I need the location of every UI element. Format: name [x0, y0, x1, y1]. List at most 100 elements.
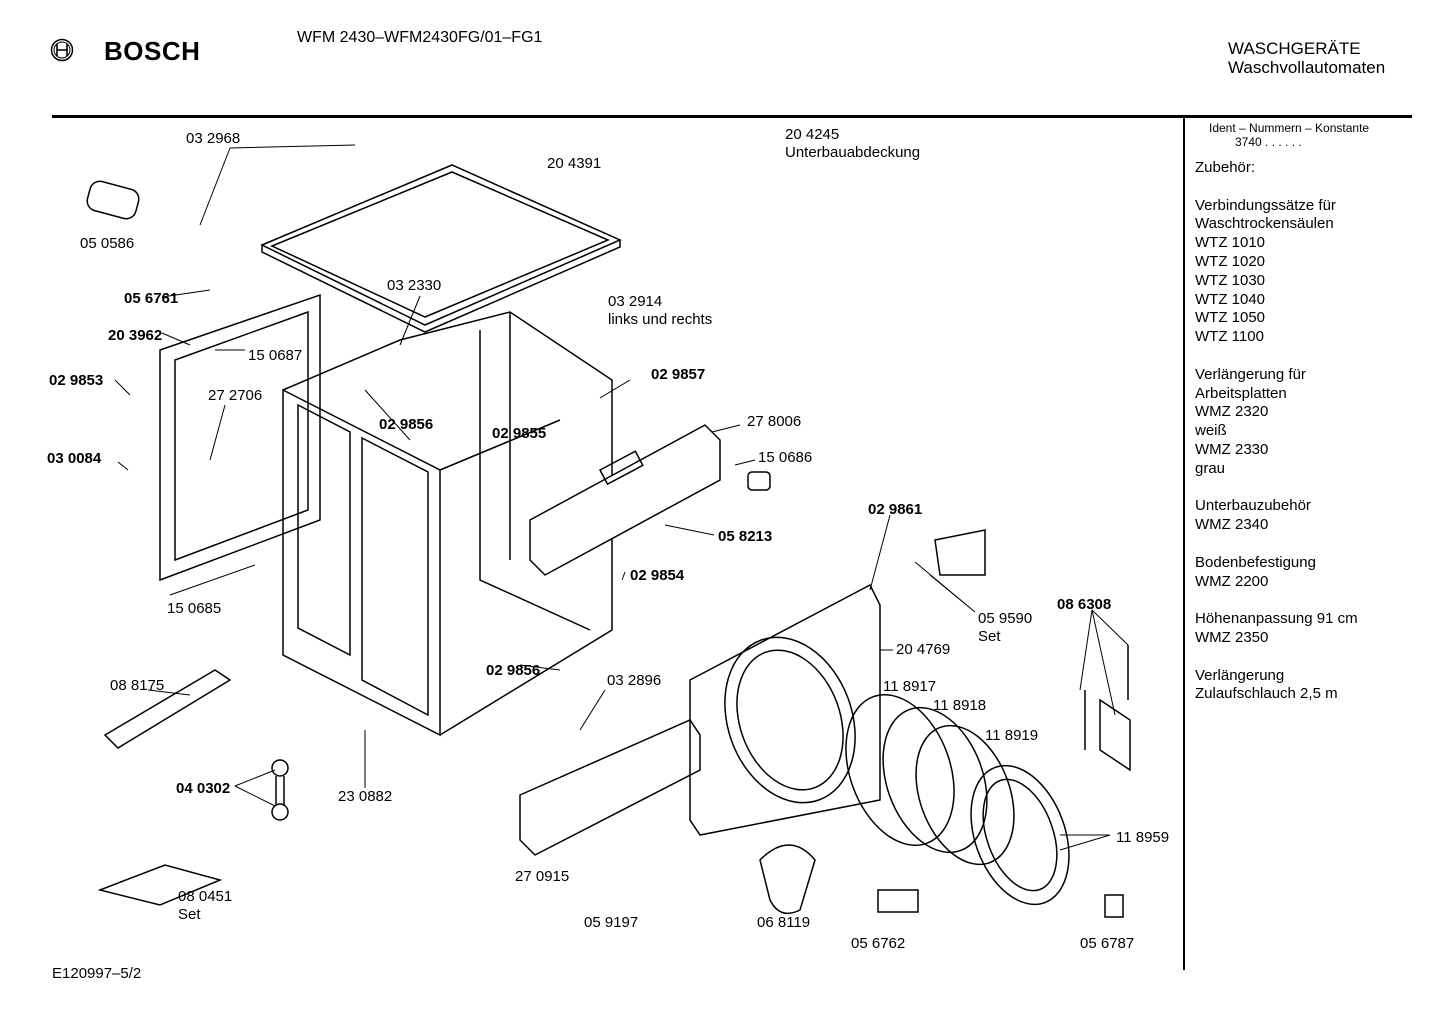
- part-number: 11 8959: [1116, 829, 1170, 846]
- part-number: 05 9197: [584, 914, 639, 931]
- bosch-logo-icon: [50, 38, 74, 62]
- category: WASCHGERÄTE Waschvollautomaten: [1228, 39, 1385, 77]
- part-label: 03 2330: [387, 277, 441, 295]
- part-label: 20 4391: [547, 155, 601, 173]
- part-number: 02 9857: [651, 366, 706, 383]
- part-number: 05 9590: [978, 610, 1033, 627]
- accessory-line: weiß: [1195, 422, 1227, 440]
- accessory-line: WMZ 2330: [1195, 440, 1269, 458]
- part-number: 02 9854: [630, 567, 685, 584]
- drawing-code: E120997–5/2: [52, 965, 142, 982]
- part-label: 02 9856: [379, 416, 433, 434]
- part-number: 20 4769: [896, 641, 951, 658]
- part-number: 27 2706: [208, 387, 263, 404]
- part-label: 27 2706: [208, 387, 262, 405]
- part-label: 15 0685: [167, 600, 221, 618]
- accessory-line: WMZ 2340: [1195, 516, 1269, 534]
- part-label: 05 8213: [718, 528, 772, 546]
- part-note: Set: [178, 906, 201, 923]
- category-subtitle: Waschvollautomaten: [1228, 58, 1386, 77]
- part-label: 05 0586: [80, 235, 134, 253]
- accessory-line: [1195, 591, 1369, 610]
- part-number: 06 8119: [757, 914, 811, 931]
- part-number: 11 8919: [985, 727, 1039, 744]
- accessory-line: WTZ 1020: [1195, 252, 1266, 270]
- accessory-line: Unterbauzubehör: [1195, 497, 1311, 515]
- part-number: 11 8917: [883, 678, 937, 695]
- part-number: 04 0302: [176, 780, 231, 797]
- part-number: 02 9861: [868, 501, 923, 518]
- accessory-line: WTZ 1050: [1195, 309, 1266, 327]
- accessory-line: WTZ 1010: [1195, 234, 1266, 252]
- accessory-line: [1195, 178, 1369, 197]
- part-label: 02 9855: [492, 425, 546, 443]
- accessory-line: Höhenanpassung 91 cm: [1195, 610, 1358, 628]
- part-label: 03 2896: [607, 672, 661, 690]
- part-label: 08 6308: [1057, 596, 1111, 614]
- part-label: 27 0915: [515, 868, 569, 886]
- door-rings-drawing: [845, 693, 1070, 906]
- accessory-line: WMZ 2320: [1195, 403, 1269, 421]
- part-label: 08 8175: [110, 677, 164, 695]
- part-label: 03 0084: [47, 450, 101, 468]
- part-label: 11 8919: [985, 727, 1038, 745]
- part-number: 15 0686: [758, 449, 813, 466]
- header-divider: [52, 115, 1412, 118]
- part-label: 02 9853: [49, 372, 103, 390]
- part-number: 11 8918: [933, 697, 987, 714]
- part-label: 02 9854: [630, 567, 684, 585]
- part-label: 15 0686: [758, 449, 812, 467]
- part-number: 05 8213: [718, 528, 773, 545]
- part-label: 02 9856: [486, 662, 540, 680]
- part-note: Unterbauabdeckung: [785, 144, 921, 161]
- category-title: WASCHGERÄTE: [1228, 39, 1361, 58]
- part-number: 03 2896: [607, 672, 662, 689]
- part-label: 04 0302: [176, 780, 230, 798]
- brand-name: BOSCH: [104, 36, 201, 66]
- accessory-line: Zubehör:: [1195, 159, 1256, 176]
- accessory-line: grau: [1195, 459, 1226, 477]
- part-label: 20 4769: [896, 641, 950, 659]
- part-label: 06 8119: [757, 914, 810, 932]
- accessories-panel: Ident – Nummern – Konstante 3740 . . . .…: [1195, 121, 1369, 704]
- accessory-line: WTZ 1100: [1195, 328, 1264, 346]
- accessory-line: Arbeitsplatten: [1195, 384, 1287, 402]
- part-label: 02 9857: [651, 366, 705, 384]
- part-number: 08 0451: [178, 888, 233, 905]
- part-label: 05 6787: [1080, 935, 1134, 953]
- part-number: 03 0084: [47, 450, 102, 467]
- accessory-line: Verlängerung für: [1195, 365, 1306, 383]
- part-label: 11 8917: [883, 678, 936, 696]
- part-number: 08 8175: [110, 677, 165, 694]
- accessory-line: WMZ 2200: [1195, 572, 1269, 590]
- part-label: 27 8006: [747, 413, 801, 431]
- control-panel-drawing: [529, 424, 721, 576]
- part-label: 05 6762: [851, 935, 905, 953]
- part-label: 05 9197: [584, 914, 638, 932]
- part-label: 23 0882: [338, 788, 392, 806]
- front-panel-drawing: [689, 583, 881, 836]
- part-note: links und rechts: [608, 311, 713, 328]
- part-label: 03 2968: [186, 130, 240, 148]
- part-number: 20 4245: [785, 126, 840, 143]
- ident-value: 3740 . . . . . .: [1235, 135, 1302, 149]
- part-label: 11 8959: [1116, 829, 1169, 847]
- part-number: 20 3962: [108, 327, 163, 344]
- accessory-line: [1195, 479, 1369, 498]
- part-number: 27 0915: [515, 868, 570, 885]
- accessory-line: Verbindungssätze für: [1195, 196, 1336, 214]
- part-number: 05 6787: [1080, 935, 1135, 952]
- accessory-line: [1195, 347, 1369, 366]
- part-label: 15 0687: [248, 347, 302, 365]
- part-number: 23 0882: [338, 788, 393, 805]
- accessory-line: Bodenbefestigung: [1195, 553, 1316, 571]
- accessory-line: WTZ 1040: [1195, 290, 1266, 308]
- part-label: 11 8918: [933, 697, 986, 715]
- cabinet-drawing: [282, 311, 613, 737]
- accessory-line: Waschtrockensäulen: [1195, 215, 1334, 233]
- part-label: 02 9861: [868, 501, 922, 519]
